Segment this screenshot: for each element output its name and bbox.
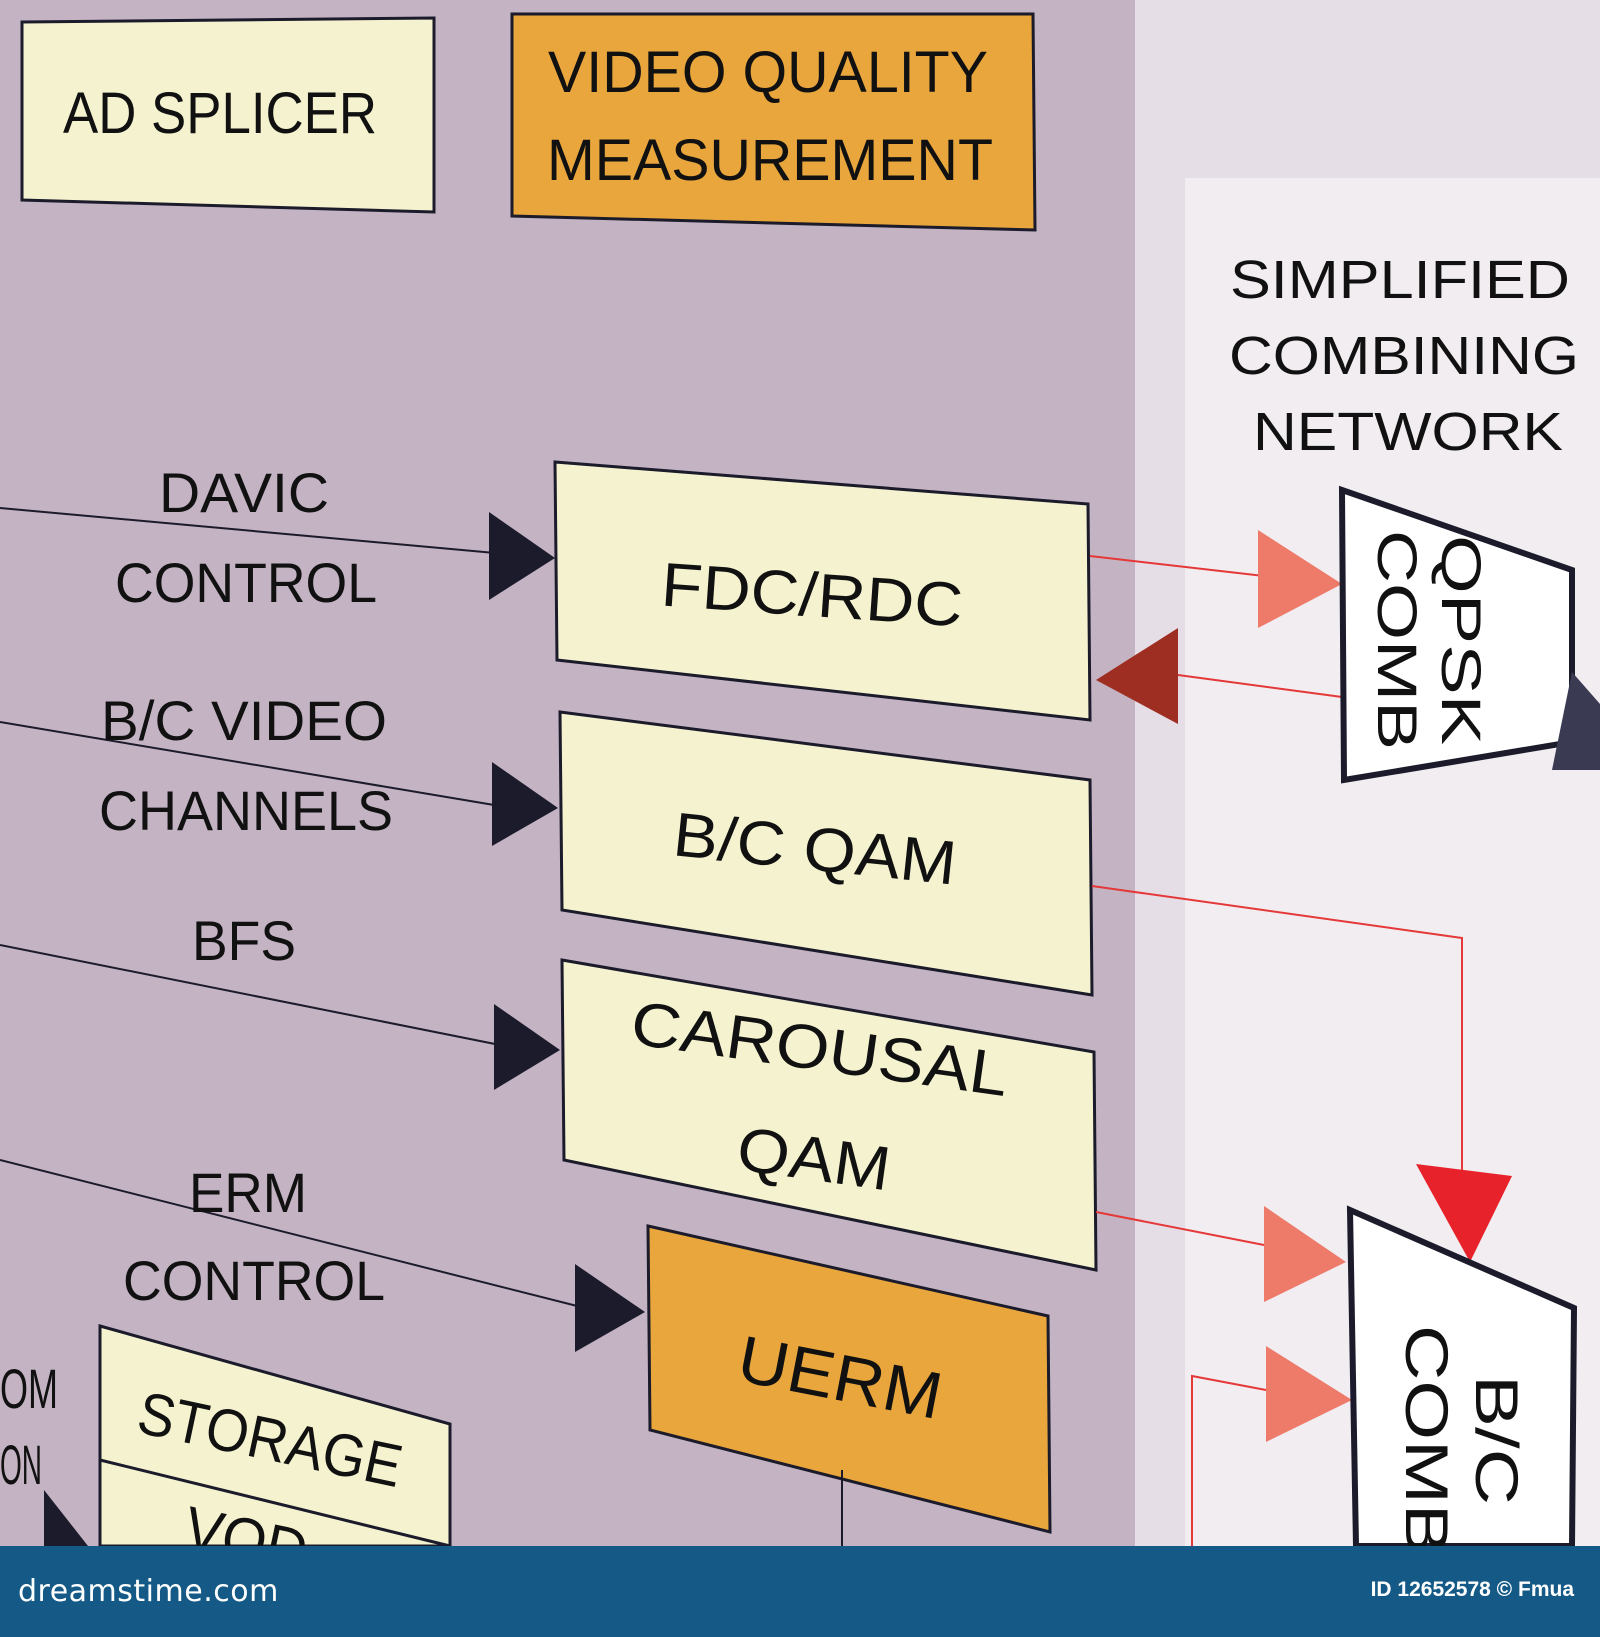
- bc-comb-label: COMB: [1393, 1325, 1460, 1546]
- fdc-rdc-box: FDC/RDC: [553, 460, 1092, 722]
- svg-text:CONTROL: CONTROL: [123, 1249, 385, 1312]
- qpsk-comb-box: QPSK COMB: [1338, 485, 1575, 784]
- site-name[interactable]: dreamstime.com: [18, 1574, 279, 1609]
- footer-bar: dreamstime.com ID 12652578 © Fmua: [0, 1546, 1600, 1637]
- qpsk-in-arrow-icon: [1258, 530, 1342, 628]
- svg-text:ERM: ERM: [189, 1161, 307, 1224]
- erm-arrow-icon: [575, 1264, 645, 1352]
- bc-video-channels-label: B/C VIDEO CHANNELS: [99, 689, 393, 842]
- bc-comb-box: B/C COMB: [1346, 1205, 1578, 1546]
- qpsk-label: QPSK: [1430, 535, 1493, 745]
- qpsk-comb-label: COMB: [1366, 530, 1429, 750]
- cut-off-label: OM ON: [0, 1357, 58, 1496]
- davic-control-label: DAVIC CONTROL: [115, 461, 377, 614]
- bfs-arrow-icon: [494, 1004, 560, 1090]
- ad-splicer-label: AD SPLICER: [63, 81, 377, 146]
- svg-text:CHANNELS: CHANNELS: [99, 779, 393, 842]
- bc-comb-top-arrow-icon: [1416, 1164, 1512, 1262]
- video-quality-box: VIDEO QUALITY MEASUREMENT: [510, 12, 1037, 232]
- qpsk-out-arrow-icon: [1096, 628, 1178, 724]
- bc-video-arrow-icon: [492, 762, 558, 846]
- title-line-2: COMBINING: [1229, 326, 1579, 386]
- title-line-3: NETWORK: [1253, 402, 1563, 462]
- block-diagram: AD SPLICER VIDEO QUALITY MEASUREMENT SIM…: [0, 0, 1600, 1546]
- title-line-1: SIMPLIFIED: [1230, 250, 1570, 310]
- svg-text:ON: ON: [0, 1433, 42, 1496]
- bc-comb-side-arrow-icon: [1266, 1346, 1352, 1442]
- storage-box: STORAGE VOD: [98, 1324, 452, 1546]
- storage-arrow-icon: [44, 1490, 88, 1546]
- qpsk-right-arrow-icon: [1552, 672, 1600, 770]
- svg-text:CONTROL: CONTROL: [115, 551, 377, 614]
- davic-arrow-icon: [489, 512, 555, 600]
- video-quality-label-1: VIDEO QUALITY: [548, 40, 988, 105]
- input-lines: [0, 507, 586, 1309]
- bc-label: B/C: [1463, 1375, 1530, 1505]
- carousal-out-arrow-icon: [1264, 1206, 1346, 1302]
- svg-text:DAVIC: DAVIC: [159, 461, 329, 524]
- image-id: ID 12652578 © Fmua: [1370, 1578, 1574, 1601]
- erm-control-label: ERM CONTROL: [123, 1161, 385, 1312]
- ad-splicer-box: AD SPLICER: [20, 16, 436, 214]
- uerm-box: UERM: [646, 1224, 1052, 1534]
- video-quality-label-2: MEASUREMENT: [547, 128, 993, 193]
- carousal-qam-box: CAROUSAL QAM: [560, 958, 1098, 1272]
- diagram-area: AD SPLICER VIDEO QUALITY MEASUREMENT SIM…: [0, 0, 1600, 1546]
- svg-text:OM: OM: [0, 1357, 58, 1420]
- svg-text:B/C VIDEO: B/C VIDEO: [101, 689, 387, 752]
- bc-qam-box: B/C QAM: [558, 710, 1094, 997]
- bfs-label: BFS: [192, 909, 296, 972]
- red-connections: [1089, 555, 1463, 1546]
- combining-network-title: SIMPLIFIED COMBINING NETWORK: [1229, 250, 1579, 462]
